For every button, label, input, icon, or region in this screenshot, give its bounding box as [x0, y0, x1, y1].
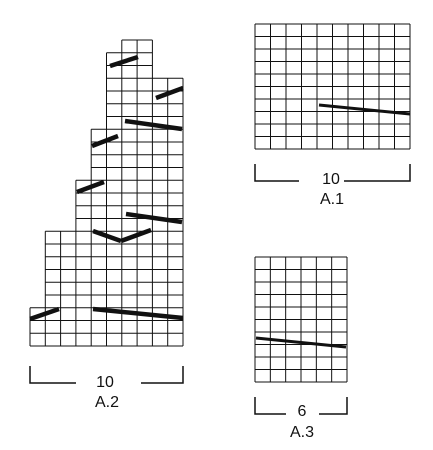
slant-symbol	[124, 118, 183, 132]
chart-a3: 6 A.3	[254, 256, 348, 441]
chart-a3-title: A.3	[290, 424, 314, 441]
slant-symbol	[125, 211, 183, 225]
slant-symbol	[155, 85, 184, 101]
slant-symbol	[29, 306, 60, 322]
chart-a1-grid	[254, 23, 411, 150]
chart-a2-symbols	[29, 54, 184, 322]
chart-a2-title: A.2	[95, 394, 119, 411]
chart-a2-grid	[29, 39, 184, 347]
chart-a1-title: A.1	[320, 191, 344, 208]
chart-a2: 10 A.2	[29, 39, 184, 411]
slant-symbol	[92, 306, 184, 321]
slant-symbol	[255, 336, 347, 349]
slant-symbol	[318, 103, 411, 116]
slant-symbol	[91, 133, 119, 149]
slant-symbol	[109, 54, 139, 69]
chart-a2-stitch-count: 10	[96, 374, 114, 391]
slant-symbol	[92, 228, 122, 244]
chart-a2-stitch-bracket	[29, 366, 184, 384]
chart-a3-stitch-bracket	[254, 397, 348, 415]
chart-a1-stitch-bracket	[254, 164, 411, 182]
chart-a1: 10 A.1	[254, 23, 411, 208]
slant-symbol	[76, 179, 105, 195]
slant-symbol	[120, 227, 152, 244]
chart-a3-grid	[254, 256, 348, 383]
chart-a3-stitch-count: 6	[298, 403, 307, 420]
chart-a1-stitch-count: 10	[322, 171, 340, 188]
